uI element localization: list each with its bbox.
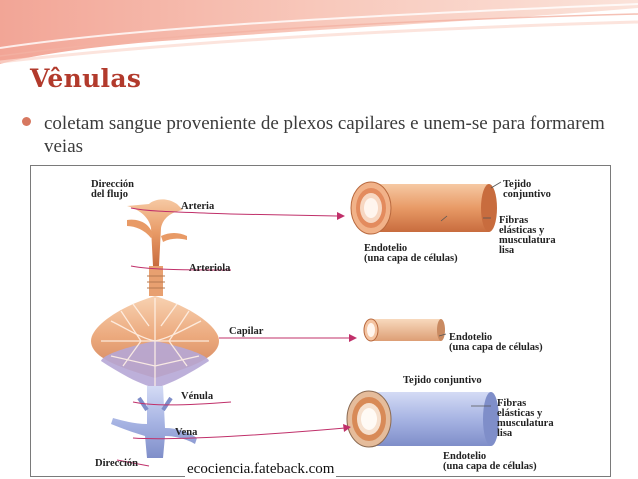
pointer-vena <box>132 427 346 440</box>
label-capilar: Capilar <box>229 326 264 337</box>
arteriole <box>149 266 163 296</box>
label-fibras-vein: Fibras elásticas y musculatura lisa <box>497 398 554 439</box>
bullet-item: coletam sangue proveniente de plexos cap… <box>22 112 622 158</box>
label-endotelio-vein: Endotelio (una capa de células) <box>443 451 537 472</box>
blood-vessel-figure: Dirección del flujo Arteria Arteriola Ca… <box>30 165 611 478</box>
source-watermark: ecociencia.fateback.com <box>185 461 337 478</box>
bullet-icon <box>22 117 31 126</box>
arteriole-branch <box>161 233 187 242</box>
arteriole-branch <box>127 219 153 238</box>
vein-branch <box>111 386 197 458</box>
vessel-diagram <box>91 181 502 467</box>
decorative-banner <box>0 0 638 64</box>
vein-cross-section <box>346 390 499 448</box>
label-vena: Vena <box>175 427 198 438</box>
bullet-text: coletam sangue proveniente de plexos cap… <box>44 113 605 157</box>
label-direction-flow: Dirección del flujo <box>91 179 134 200</box>
artery-cross-section <box>350 181 497 235</box>
capillary-cross-section <box>363 318 445 342</box>
label-fibras-artery: Fibras elásticas y musculatura lisa <box>499 215 556 256</box>
slide-title: Vênulas <box>30 64 142 93</box>
artery-branch <box>127 199 183 266</box>
label-tejido-vein: Tejido conjuntivo <box>403 375 482 386</box>
label-arteria: Arteria <box>181 201 215 212</box>
pointer-arteria <box>130 207 338 217</box>
label-tejido-artery: Tejido conjuntivo <box>503 179 551 200</box>
label-direction-bottom: Dirección <box>95 458 138 469</box>
label-endotelio-artery: Endotelio (una capa de células) <box>364 243 458 264</box>
label-venula: Vénula <box>181 391 214 402</box>
label-endotelio-capillary: Endotelio (una capa de células) <box>449 332 543 353</box>
label-arteriola: Arteriola <box>189 263 231 274</box>
